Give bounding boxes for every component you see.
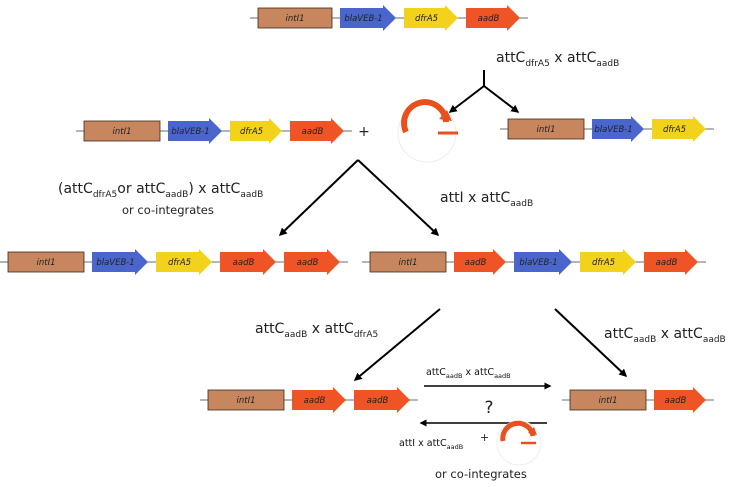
plus-sign-small: + bbox=[480, 431, 489, 444]
gene-label: dfrA5 bbox=[240, 127, 263, 137]
gene-label: dfrA5 bbox=[168, 258, 191, 268]
gene-blaveb-1 bbox=[168, 118, 222, 144]
gene-blaveb-1 bbox=[92, 249, 148, 275]
question-mark: ? bbox=[484, 398, 493, 418]
plus-sign: + bbox=[358, 124, 370, 140]
reaction-label-forward: attCaadB x attCaadB bbox=[426, 367, 511, 380]
construct-initial: intI1 blaVEB-1 dfrA5 aadB bbox=[250, 5, 528, 31]
arrow-low-left bbox=[353, 308, 441, 381]
gene-blaveb-1 bbox=[514, 249, 572, 275]
arrow-low-right bbox=[554, 308, 628, 378]
gene-aadb bbox=[466, 5, 520, 31]
gene-inti1 bbox=[569, 389, 647, 411]
gene-label: intI1 bbox=[37, 258, 56, 268]
co-integrates-label-mid: or co-integrates bbox=[122, 203, 214, 217]
gene-label: intI1 bbox=[113, 127, 132, 137]
gene-dfra5 bbox=[652, 116, 706, 142]
gene-label: intI1 bbox=[237, 396, 256, 406]
gene-label: blaVEB-1 bbox=[594, 125, 632, 135]
gene-label: aadB bbox=[665, 396, 687, 406]
gene-label: aadB bbox=[465, 258, 487, 268]
arrow-mid-left bbox=[278, 159, 359, 237]
gene-label: aadB bbox=[297, 258, 319, 268]
gene-aadb bbox=[354, 387, 410, 413]
gene-aadb bbox=[290, 118, 344, 144]
gene-blaveb-1 bbox=[340, 5, 396, 31]
gene-dfra5 bbox=[156, 249, 212, 275]
gene-inti1 bbox=[7, 251, 85, 273]
gene-label: aadB bbox=[367, 396, 389, 406]
gene-constructs: intI1 blaVEB-1 dfrA5 aadB intI1 blaVEB-1 dfrA5… bbox=[0, 5, 714, 413]
excised-cassette-circle-small bbox=[496, 420, 542, 466]
gene-label: intI1 bbox=[537, 125, 556, 135]
gene-label: dfrA5 bbox=[663, 125, 686, 135]
construct-row4-left: intI1 aadB aadB bbox=[200, 387, 418, 413]
gene-label: intI1 bbox=[286, 14, 305, 24]
reaction-label-backward: attI x attCaadB bbox=[399, 438, 463, 451]
reaction-label-mid-left: (attCdfrA5or attCaadB) x attCaadB bbox=[58, 181, 263, 200]
gene-label: aadB bbox=[233, 258, 255, 268]
reaction-label-low-left: attCaadB x attCdfrA5 bbox=[255, 321, 378, 340]
gene-inti1 bbox=[83, 120, 161, 142]
gene-inti1 bbox=[257, 7, 333, 29]
gene-label: blaVEB-1 bbox=[519, 258, 557, 268]
excised-cassette-circle-large bbox=[397, 99, 458, 163]
gene-label: blaVEB-1 bbox=[344, 14, 382, 24]
gene-dfra5 bbox=[404, 5, 458, 31]
gene-aadb bbox=[644, 249, 698, 275]
gene-label: intI1 bbox=[399, 258, 418, 268]
gene-aadb bbox=[454, 249, 506, 275]
gene-inti1 bbox=[369, 251, 447, 273]
gene-label: aadB bbox=[304, 396, 326, 406]
gene-dfra5 bbox=[230, 118, 282, 144]
gene-aadb bbox=[220, 249, 276, 275]
arrow-top-right bbox=[483, 85, 520, 113]
gene-label: aadB bbox=[656, 258, 678, 268]
reaction-arrows bbox=[278, 70, 628, 381]
construct-row3-left: intI1 blaVEB-1 dfrA5 aadB aadB bbox=[0, 249, 348, 275]
gene-dfra5 bbox=[580, 249, 636, 275]
gene-inti1 bbox=[207, 389, 285, 411]
construct-right-mid: intI1 blaVEB-1 dfrA5 bbox=[500, 116, 714, 142]
arrow-mid-right bbox=[357, 159, 440, 237]
gene-label: aadB bbox=[302, 127, 324, 137]
gene-label: dfrA5 bbox=[415, 14, 438, 24]
gene-label: blaVEB-1 bbox=[171, 127, 209, 137]
reaction-label-low-right: attCaadB x attCaadB bbox=[604, 326, 726, 345]
gene-blaveb-1 bbox=[592, 116, 644, 142]
gene-label: intI1 bbox=[599, 396, 618, 406]
reaction-label-mid-right: attI x attCaadB bbox=[440, 190, 533, 209]
arrow-top-left bbox=[448, 85, 485, 113]
gene-label: dfrA5 bbox=[592, 258, 615, 268]
gene-aadb bbox=[292, 387, 346, 413]
gene-aadb bbox=[654, 387, 706, 413]
gene-label: aadB bbox=[478, 14, 500, 24]
construct-left-mid: intI1 blaVEB-1 dfrA5 aadB bbox=[76, 118, 352, 144]
co-integrates-label-low: or co-integrates bbox=[435, 467, 527, 481]
gene-label: blaVEB-1 bbox=[96, 258, 134, 268]
reaction-label-top: attCdfrA5 x attCaadB bbox=[496, 50, 619, 69]
construct-row3-right: intI1 aadB blaVEB-1 dfrA5 aadB bbox=[362, 249, 706, 275]
gene-aadb bbox=[284, 249, 340, 275]
gene-inti1 bbox=[507, 118, 585, 140]
construct-row4-right: intI1 aadB bbox=[562, 387, 714, 413]
